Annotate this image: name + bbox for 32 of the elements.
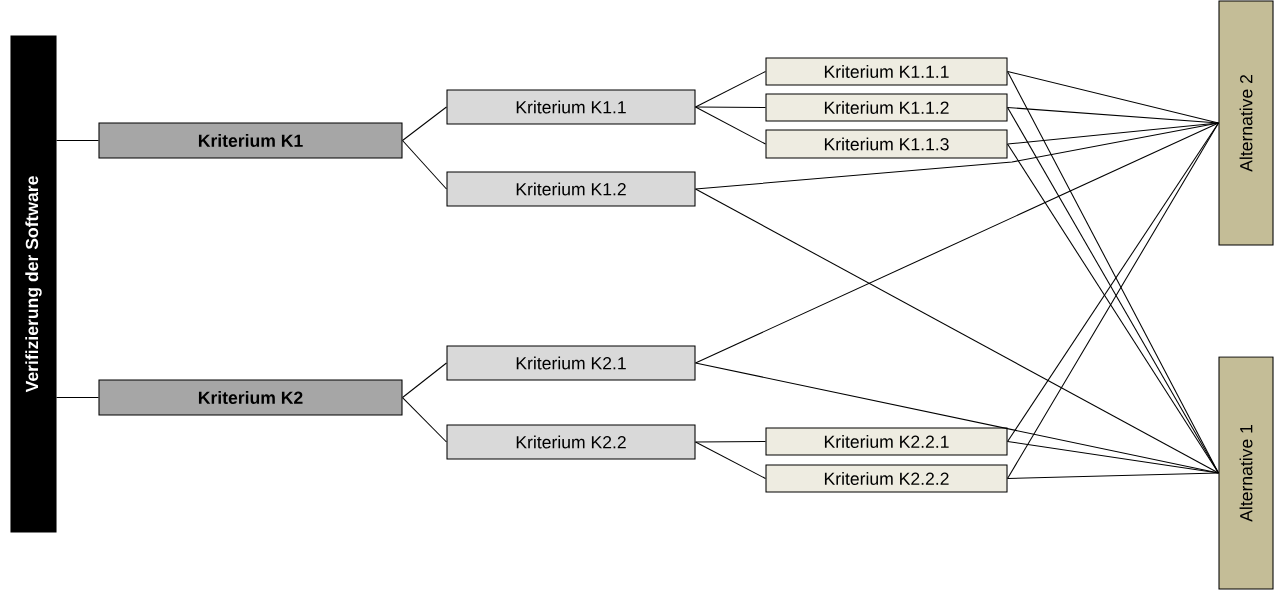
criterion-box: Kriterium K2.1 — [446, 345, 696, 381]
connector-line — [695, 106, 766, 145]
connector-line — [402, 139, 447, 190]
alternative-box: Alternative 2 — [1218, 0, 1274, 246]
criterion-box: Kriterium K1.1 — [446, 89, 696, 125]
connector-line — [1007, 122, 1219, 145]
connector-line — [1007, 441, 1219, 474]
criterion-box: Kriterium K2.2.2 — [765, 464, 1008, 493]
connector-line — [695, 122, 1219, 190]
connector-line — [402, 106, 447, 142]
criterion-box: Kriterium K1.1.3 — [765, 129, 1008, 159]
criterion-box: Kriterium K2.2.1 — [765, 427, 1008, 456]
connector-line — [1007, 107, 1219, 124]
title-bar: Verifizierung der Software — [10, 35, 57, 533]
connector-line — [1007, 472, 1219, 480]
connector-line — [402, 362, 447, 399]
connector-line — [695, 71, 766, 108]
alternative-box: Alternative 1 — [1218, 356, 1274, 590]
criterion-box: Kriterium K1.2 — [446, 171, 696, 207]
connector-line — [695, 188, 1219, 474]
connector-line — [695, 106, 766, 109]
connector-line — [56, 139, 99, 142]
connector-line — [402, 397, 447, 443]
connector-line — [695, 122, 1219, 364]
criterion-box: Kriterium K1.1.2 — [765, 93, 1008, 122]
criterion-box: Kriterium K1 — [98, 122, 403, 159]
criterion-box: Kriterium K2.2 — [446, 424, 696, 460]
criterion-box: Kriterium K1.1.1 — [765, 57, 1008, 86]
criterion-box: Kriterium K2 — [98, 379, 403, 416]
connector-line — [56, 397, 99, 399]
connector-line — [695, 441, 766, 443]
connector-line — [695, 441, 766, 480]
